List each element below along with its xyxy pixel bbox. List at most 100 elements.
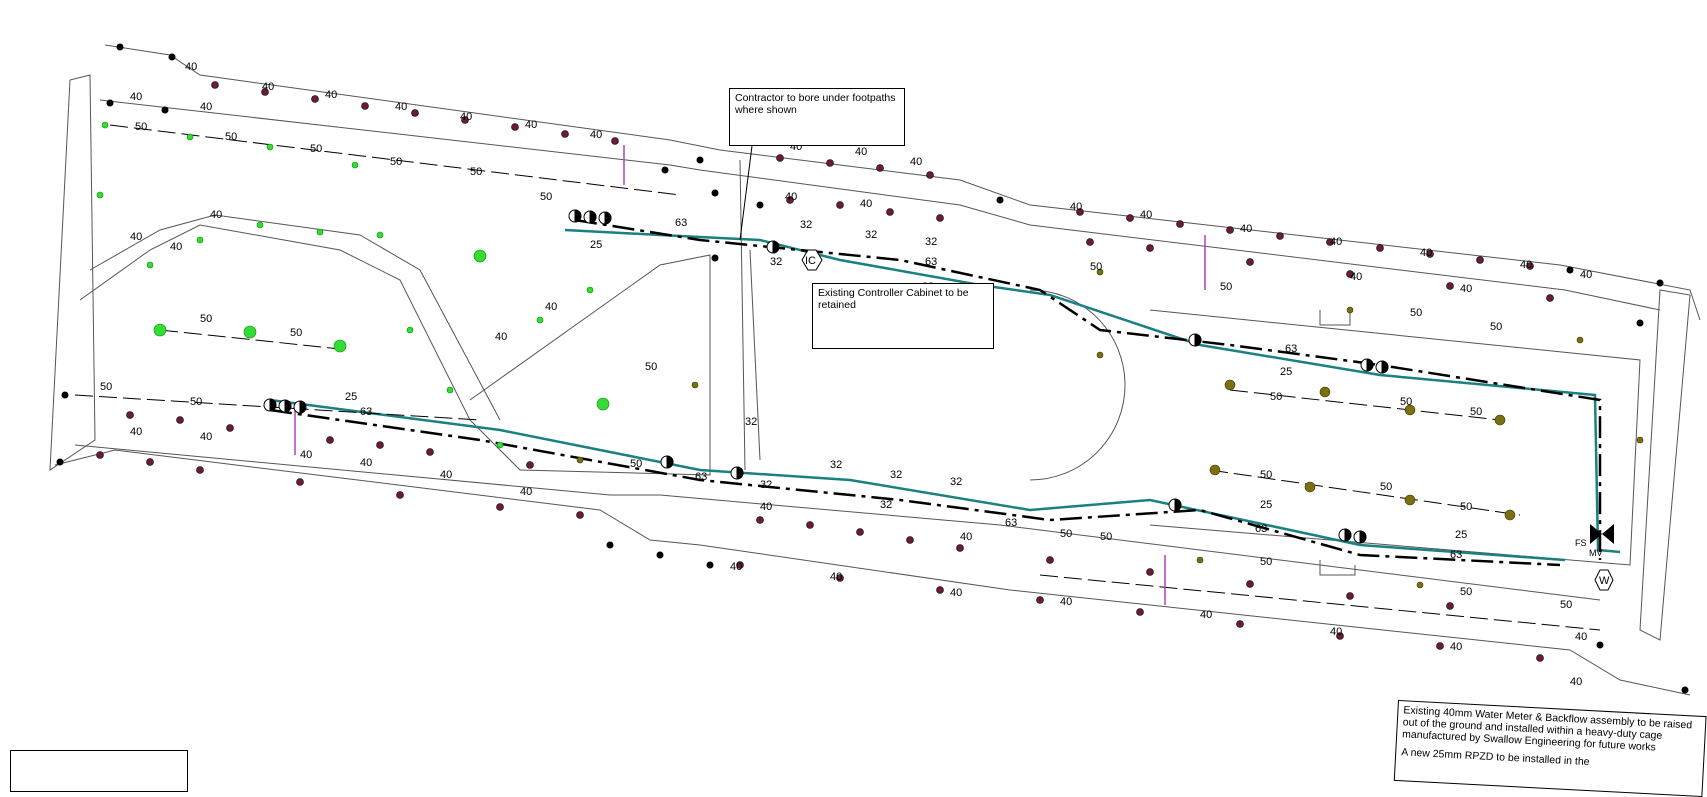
sprinkler-head-icon bbox=[376, 441, 384, 449]
sprinkler-head-icon bbox=[526, 461, 534, 469]
callout-bore-under-footpaths: Contractor to bore under footpaths where… bbox=[729, 88, 905, 146]
sprinkler-head-icon bbox=[1319, 386, 1331, 398]
valve-icon bbox=[263, 398, 277, 412]
sprinkler-head-icon bbox=[806, 521, 814, 529]
sprinkler-head-icon bbox=[1346, 592, 1354, 600]
title-block-frame bbox=[10, 750, 188, 792]
pipe-size-label: 50 bbox=[1490, 321, 1502, 333]
pipe-size-label: 40 bbox=[170, 241, 182, 253]
pipe-size-label: 50 bbox=[1380, 481, 1392, 493]
sprinkler-head-icon bbox=[786, 196, 794, 204]
pipe-size-label: 40 bbox=[460, 111, 472, 123]
valve-icon bbox=[1338, 528, 1352, 542]
sprinkler-head-icon bbox=[606, 541, 614, 549]
water-meter-label: W bbox=[1599, 575, 1610, 587]
pipe-size-label: 40 bbox=[395, 101, 407, 113]
sprinkler-head-icon bbox=[176, 416, 184, 424]
valve-icon bbox=[598, 211, 612, 225]
sprinkler-head-icon bbox=[936, 586, 944, 594]
sprinkler-head-icon bbox=[1096, 268, 1104, 276]
pipe-size-label: 50 bbox=[540, 191, 552, 203]
sprinkler-head-icon bbox=[736, 561, 744, 569]
pipe-size-label: 63 bbox=[1450, 549, 1462, 561]
callout-water-meter: Existing 40mm Water Meter & Backflow ass… bbox=[1393, 700, 1707, 797]
valve-icon bbox=[1360, 358, 1374, 372]
pipe-size-label: 63 bbox=[675, 217, 687, 229]
sprinkler-head-icon bbox=[886, 208, 894, 216]
lateral-north bbox=[574, 218, 1602, 560]
sprinkler-head-icon bbox=[1246, 258, 1254, 266]
sprinkler-head-icon bbox=[661, 166, 669, 174]
sprinkler-head-icon bbox=[711, 189, 719, 197]
sprinkler-head-icon bbox=[311, 95, 319, 103]
outline-east-strip bbox=[1639, 289, 1691, 641]
outline-bed-west bbox=[79, 224, 521, 471]
pipe-size-label: 40 bbox=[325, 89, 337, 101]
pipe-size-label: 40 bbox=[910, 156, 922, 168]
sprinkler-head-icon bbox=[1136, 608, 1144, 616]
sprinkler-head-icon bbox=[876, 164, 884, 172]
callout-text: Existing Controller Cabinet to be retain… bbox=[818, 287, 969, 311]
pipe-size-label: 63 bbox=[695, 471, 707, 483]
pipe-size-label: 50 bbox=[200, 313, 212, 325]
pipe-size-label: 50 bbox=[290, 327, 302, 339]
sprinkler-head-icon bbox=[153, 323, 167, 337]
pipe-size-label: 40 bbox=[210, 209, 222, 221]
pipe-size-label: 40 bbox=[440, 469, 452, 481]
valves bbox=[263, 209, 1389, 544]
pipe-size-label: 50 bbox=[1470, 406, 1482, 418]
flow-sensor-label: FS bbox=[1575, 538, 1587, 548]
controller-icon: IC bbox=[801, 249, 823, 271]
sprinkler-head-icon bbox=[326, 436, 334, 444]
sprinkler-head-icon bbox=[426, 448, 434, 456]
sprinkler-head-icon bbox=[96, 191, 104, 199]
pipe-size-label: 40 bbox=[1240, 223, 1252, 235]
valve-icon bbox=[568, 209, 582, 223]
sprinkler-head-icon bbox=[106, 99, 114, 107]
sprinkler-head-icon bbox=[196, 466, 204, 474]
pipe-size-label: 50 bbox=[390, 156, 402, 168]
pipe-size-label: 40 bbox=[1200, 609, 1212, 621]
sprinkler-head-icon bbox=[461, 116, 469, 124]
mainline-south bbox=[269, 398, 1566, 562]
outline-outer-south bbox=[54, 449, 1691, 696]
pipe-size-label: 40 bbox=[200, 101, 212, 113]
sprinkler-head-icon bbox=[1576, 336, 1584, 344]
sprinkler-head-icon bbox=[856, 528, 864, 536]
sprinkler-head-icon bbox=[1426, 250, 1434, 258]
pipe-size-label: 40 bbox=[525, 119, 537, 131]
sprinkler-head-icon bbox=[168, 53, 176, 61]
turf-heads bbox=[96, 121, 610, 449]
sprinkler-head-icon bbox=[1376, 244, 1384, 252]
pipe-size-label: 40 bbox=[855, 146, 867, 158]
lateral-dashed-5 bbox=[1229, 389, 1501, 421]
pipe-size-label: 32 bbox=[950, 476, 962, 488]
pipe-size-label: 40 bbox=[495, 331, 507, 343]
outline-inner-south bbox=[74, 444, 1601, 601]
pipe-size-label: 40 bbox=[1350, 271, 1362, 283]
sprinkler-head-icon bbox=[576, 456, 584, 464]
sprinkler-head-icon bbox=[1546, 294, 1554, 302]
pipe-size-label: 50 bbox=[630, 458, 642, 470]
shrub-heads-south bbox=[96, 411, 1544, 662]
sprinkler-head-icon bbox=[316, 228, 324, 236]
sprinkler-head-icon bbox=[756, 201, 764, 209]
pipe-size-label: 40 bbox=[520, 486, 532, 498]
pipe-size-label: 50 bbox=[1100, 531, 1112, 543]
sprinkler-head-icon bbox=[1656, 279, 1664, 287]
sprinkler-head-icon bbox=[186, 133, 194, 141]
valve-icon bbox=[583, 210, 597, 224]
valve-icon bbox=[730, 466, 744, 480]
sprinkler-head-icon bbox=[1036, 596, 1044, 604]
pipe-size-label: 40 bbox=[1460, 283, 1472, 295]
pipe-size-label: 50 bbox=[1260, 469, 1272, 481]
sprinkler-head-icon bbox=[656, 551, 664, 559]
lateral-dashed-3 bbox=[159, 329, 351, 351]
pipe-size-label: 50 bbox=[1560, 599, 1572, 611]
sprinkler-head-icon bbox=[196, 236, 204, 244]
sprinkler-head-icon bbox=[906, 536, 914, 544]
sprinkler-head-icon bbox=[1446, 602, 1454, 610]
pipe-size-label: 40 bbox=[1520, 259, 1532, 271]
controller-label: IC bbox=[805, 255, 816, 267]
sprinkler-head-icon bbox=[996, 196, 1004, 204]
